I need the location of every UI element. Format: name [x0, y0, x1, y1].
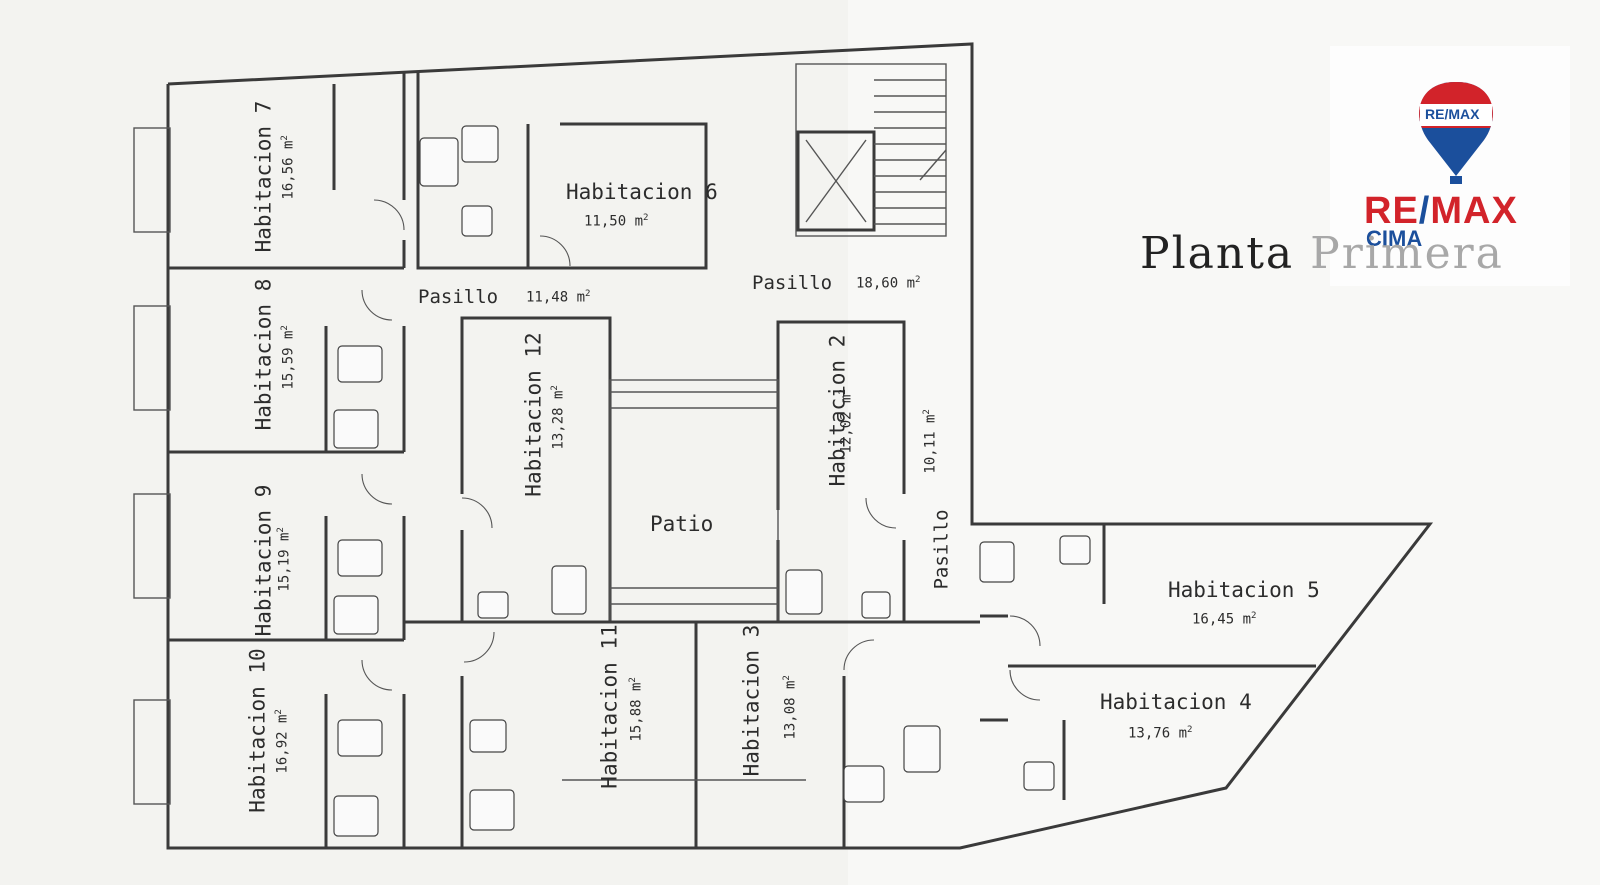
- balloon-text: RE/MAX: [1425, 106, 1480, 122]
- room-2-area: 12,02 m2: [837, 389, 855, 454]
- room-5-name: Habitacion 5: [1168, 578, 1320, 602]
- bottom-room-walls: [404, 620, 980, 848]
- left-room-walls: [168, 72, 406, 848]
- remax-brand: RE/MAX: [1364, 190, 1518, 233]
- room-11-name: Habitacion 11: [597, 624, 622, 789]
- room-7-area: 16,56 m2: [279, 135, 297, 200]
- room-5-area: 16,45 m2: [1192, 611, 1257, 628]
- brand-max: MAX: [1430, 190, 1518, 232]
- outer-wall: [166, 42, 1434, 850]
- room-4-area: 13,76 m2: [1128, 725, 1193, 742]
- plan-title: Planta Primera: [1140, 228, 1504, 279]
- room-6-walls: [416, 72, 708, 270]
- patio-outline: [609, 379, 779, 623]
- stair-treads: [874, 79, 947, 225]
- corridor-vertical-name: Pasillo: [930, 509, 953, 590]
- bathroom-fixtures: [333, 125, 1091, 837]
- plan-title-faded: Primera: [1310, 228, 1504, 279]
- room-9-name: Habitacion 9: [251, 484, 276, 637]
- doors: [361, 199, 1041, 701]
- room-8-area: 15,59 m2: [279, 325, 297, 390]
- room-11-area: 15,88 m2: [627, 677, 645, 742]
- right-wing-walls: [980, 524, 1316, 800]
- corridor-left-area: 11,48 m2: [526, 289, 591, 306]
- brand-slash: /: [1418, 190, 1431, 232]
- room-6-area: 11,50 m2: [584, 213, 649, 230]
- balconies: [133, 127, 171, 805]
- corridor-vertical-area: 10,11 m2: [921, 409, 939, 474]
- room-10-area: 16,92 m2: [273, 709, 291, 774]
- room-8-name: Habitacion 8: [251, 278, 276, 431]
- corridor-top-area: 18,60 m2: [856, 275, 921, 292]
- room-6-name: Habitacion 6: [566, 180, 718, 204]
- room-9-area: 15,19 m2: [275, 527, 293, 592]
- room-4-name: Habitacion 4: [1100, 690, 1252, 714]
- room-12-area: 13,28 m2: [549, 385, 567, 450]
- room-12-name: Habitacion 12: [521, 332, 546, 497]
- stair-core: [795, 63, 947, 237]
- room-10-name: Habitacion 10: [245, 648, 270, 813]
- brand-re: RE: [1364, 190, 1419, 232]
- room-3-area: 13,08 m2: [781, 675, 799, 740]
- plan-title-main: Planta: [1140, 228, 1295, 279]
- room-3-name: Habitacion 3: [739, 624, 764, 777]
- room-7-name: Habitacion 7: [251, 100, 276, 253]
- corridor-left-name: Pasillo: [418, 286, 499, 308]
- remax-office-name: CIMA: [1366, 226, 1423, 251]
- patio-label: Patio: [650, 512, 714, 536]
- corridor-top-name: Pasillo: [752, 272, 833, 294]
